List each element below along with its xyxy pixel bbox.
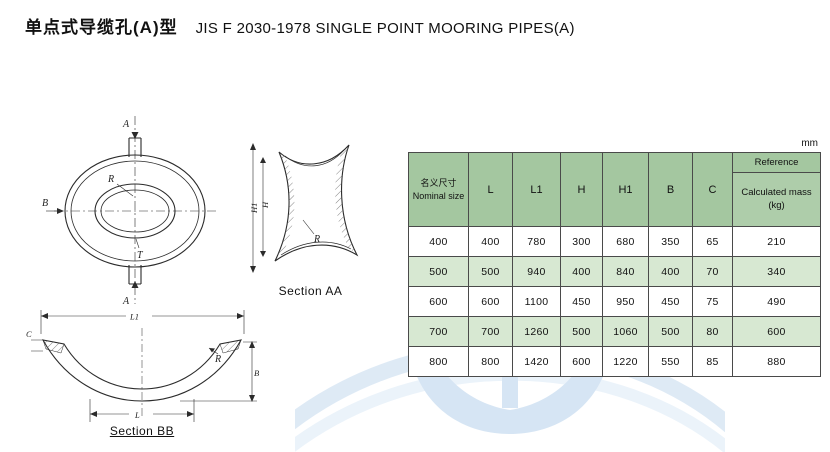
table-cell: 1060 [602,316,649,347]
col-header-nominal: 名义尺寸 Nominal size [408,152,469,227]
table-cell: 80 [692,316,733,347]
table-cell: 210 [732,226,821,257]
dim-label-c: C [26,329,32,339]
table-cell: 340 [732,256,821,287]
section-aa-caption: Section AA [278,284,343,298]
table-cell: 350 [648,226,693,257]
table-row: 400 400 780 300 680 350 65 210 [408,226,821,257]
table-cell: 300 [560,226,603,257]
table-cell: 940 [512,256,561,287]
table-cell: 700 [408,316,469,347]
table-cell: 450 [648,286,693,317]
table-cell: 75 [692,286,733,317]
table-cell: 400 [468,226,513,257]
col-header-reference: Reference [732,152,821,173]
table-row: 800 800 1420 600 1220 550 85 880 [408,346,821,377]
table-cell: 800 [468,346,513,377]
table-cell: 1420 [512,346,561,377]
table-cell: 85 [692,346,733,377]
table-cell: 400 [648,256,693,287]
unit-label: mm [801,138,818,149]
table-cell: 500 [408,256,469,287]
table-cell: 880 [732,346,821,377]
dim-label-r: R [107,174,114,185]
table-cell: 600 [732,316,821,347]
dim-label-t: T [137,250,144,261]
header-row: 名义尺寸 Nominal size L L1 H H1 B C Referenc… [408,152,821,227]
header-row-2: Calculated mass (kg) [409,172,821,227]
dim-label-h: H [260,201,270,209]
table-cell: 65 [692,226,733,257]
dim-label-r: R [214,354,221,365]
table-cell: 700 [468,316,513,347]
table-cell: 70 [692,256,733,287]
dim-label-r: R [313,234,320,245]
table-cell: 490 [732,286,821,317]
spec-table: 名义尺寸 Nominal size L L1 H H1 B C Referenc… [408,152,821,377]
table-cell: 840 [602,256,649,287]
table-cell: 950 [602,286,649,317]
table-cell: 1100 [512,286,561,317]
col-header-c: C [692,152,733,227]
section-bb-caption: Section BB [109,424,175,438]
table-cell: 400 [408,226,469,257]
dim-label-a-top: A [122,119,130,130]
table-cell: 1260 [512,316,561,347]
dim-label-l1: L1 [129,312,139,322]
dim-label-a-bottom: A [122,296,130,307]
page-title: 单点式导缆孔(A)型 JIS F 2030-1978 SINGLE POINT … [25,13,575,38]
dim-label-b: B [254,368,259,378]
col-header-h1: H1 [602,152,649,227]
dim-label-l: L [134,410,140,420]
table-cell: 600 [468,286,513,317]
col-header-h: H [560,152,603,227]
nominal-label-en: Nominal size [412,190,465,201]
table-cell: 800 [408,346,469,377]
table-cell: 680 [602,226,649,257]
title-chinese: 单点式导缆孔(A)型 [25,18,178,37]
table-cell: 1220 [602,346,649,377]
table-row: 700 700 1260 500 1060 500 80 600 [408,316,821,347]
dim-label-b: B [42,198,48,209]
section-aa-drawing: H1 H R [249,143,359,273]
table-row: 500 500 940 400 840 400 70 340 [408,256,821,287]
table-cell: 600 [560,346,603,377]
front-view-drawing: A B R T A [42,116,218,307]
nominal-label-cn: 名义尺寸 [420,178,457,189]
table-cell: 500 [560,316,603,347]
table-cell: 450 [560,286,603,317]
table-cell: 400 [560,256,603,287]
table-cell: 780 [512,226,561,257]
col-header-l: L [468,152,513,227]
col-header-b: B [648,152,693,227]
centerlines [54,116,218,304]
col-header-l1: L1 [512,152,561,227]
table-cell: 550 [648,346,693,377]
section-bb-drawing: L1 C R B L [26,310,259,422]
title-english: JIS F 2030-1978 SINGLE POINT MOORING PIP… [195,20,575,37]
table-row: 600 600 1100 450 950 450 75 490 [408,286,821,317]
table-cell: 500 [648,316,693,347]
table-cell: 600 [408,286,469,317]
col-header-calculated-mass: Calculated mass (kg) [732,172,821,227]
table-cell: 500 [468,256,513,287]
dim-label-h1: H1 [249,203,259,214]
